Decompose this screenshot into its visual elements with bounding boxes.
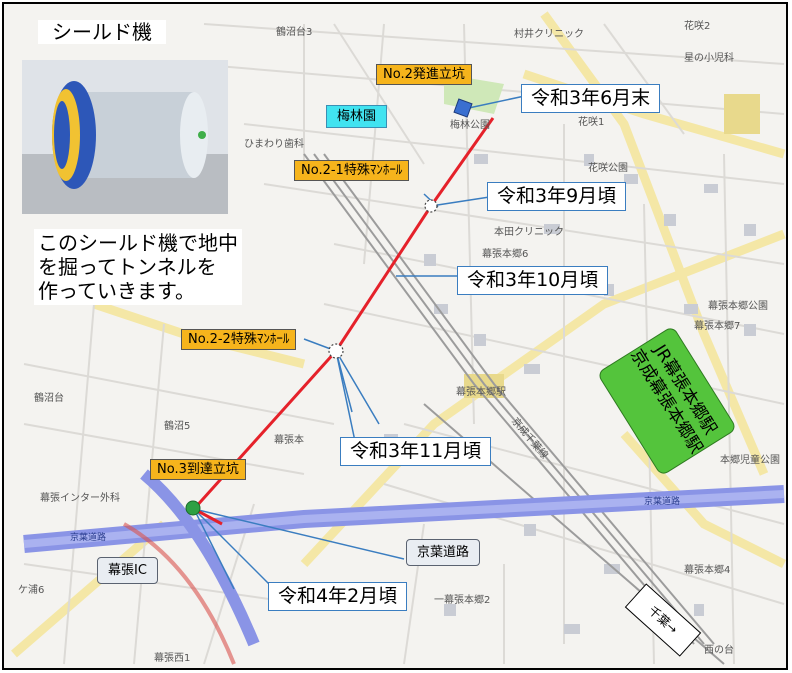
map-label: 星の小児科 (684, 53, 734, 64)
start-shaft-marker[interactable] (453, 98, 473, 118)
label-park: 梅林園 (326, 105, 388, 128)
label-manhole-2: No.2-2特殊ﾏﾝﾎｰﾙ (181, 329, 297, 350)
callout-oct-2021: 令和3年10月頃 (457, 266, 609, 295)
callout-pointers (193, 93, 535, 590)
map-label: 幕張インター外科 (40, 493, 120, 504)
keiyo-highway (23, 469, 785, 665)
map-label: 村井クリニック (514, 29, 584, 40)
map-label: 花咲1 (578, 117, 605, 128)
callout-sep-2021: 令和3年9月頃 (487, 182, 627, 211)
map-label: 一幕張本郷2 (434, 595, 491, 606)
label-arrival-shaft: No.3到達立坑 (150, 459, 246, 480)
map-label: 鶴沼5 (164, 421, 191, 432)
map-label: 花咲公園 (588, 163, 628, 174)
map-label: 京葉道路 (70, 533, 107, 543)
map-label: 幕張本郷4 (684, 565, 731, 576)
map-label: 幕張本郷公園 (708, 301, 768, 312)
map-label: 幕張本郷6 (482, 249, 529, 260)
label-manhole-1: No.2-1特殊ﾏﾝﾎｰﾙ (294, 160, 410, 181)
map-label: 鶴沼台 (34, 393, 64, 404)
callout-feb-2022: 令和4年2月頃 (268, 582, 408, 611)
callout-nov-2021: 令和3年11月頃 (340, 437, 492, 466)
label-makuhari-ic: 幕張IC (97, 557, 158, 584)
arrival-shaft-marker[interactable] (185, 500, 201, 516)
shield-machine-image (22, 60, 228, 214)
label-keiyo-road: 京葉道路 (406, 539, 481, 566)
map-label: 西の台 (704, 645, 734, 656)
manhole-2-marker[interactable] (328, 343, 344, 359)
map-label: ひまわり歯科 (244, 139, 304, 150)
map-label: ケ浦6 (18, 585, 45, 596)
map-label: 花咲2 (684, 21, 711, 32)
map-label: 幕張西1 (154, 653, 191, 664)
callout-june-2021: 令和3年6月末 (521, 84, 661, 113)
map-label: 梅林公園 (450, 120, 490, 131)
shield-panel-title: シールド機 (38, 20, 166, 44)
map-label: 幕張本郷7 (694, 321, 741, 332)
shield-panel-description: このシールド機で地中 を掘ってトンネルを 作っていきます。 (34, 229, 242, 305)
map-label: 鶴沼台3 (276, 27, 313, 38)
map-label: 幕張本 (274, 435, 304, 446)
map-label: 幕張本郷駅 (456, 387, 506, 398)
manhole-1-marker[interactable] (424, 199, 438, 213)
label-start-shaft: No.2発進立坑 (376, 64, 472, 85)
map-label: 本田クリニック (494, 227, 564, 238)
map-label: 京葉道路 (644, 497, 681, 507)
map-label: 本郷児童公園 (720, 455, 780, 466)
